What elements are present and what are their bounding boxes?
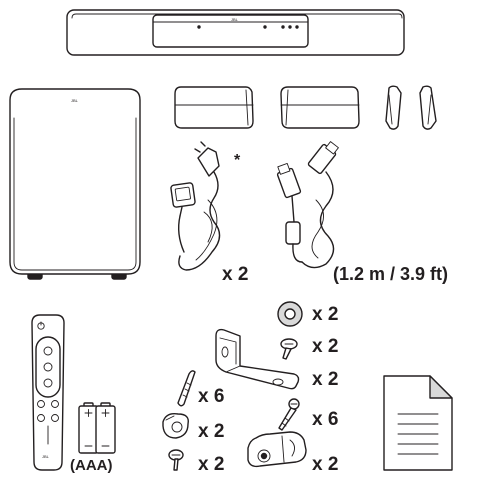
side-cover-icon xyxy=(419,85,437,130)
screw-icon xyxy=(280,338,298,360)
screw-anchor-icon xyxy=(177,370,196,407)
bracket-screw-quantity: x 2 xyxy=(312,336,339,357)
screw-anchor-quantity: x 6 xyxy=(198,386,225,407)
soundbar-icon: JBL xyxy=(66,9,405,56)
round-pad-icon xyxy=(277,301,303,327)
remote-logo: JBL xyxy=(42,454,50,459)
hdmi-cable-length: (1.2 m / 3.9 ft) xyxy=(333,264,449,284)
rear-speaker-icon xyxy=(280,86,360,129)
screw-icon xyxy=(168,449,184,471)
power-cable-icon xyxy=(170,141,221,271)
document-icon xyxy=(383,375,453,471)
small-screw-quantity: x 2 xyxy=(198,454,225,475)
power-cable-quantity: x 2 xyxy=(222,264,249,285)
round-pad-quantity: x 2 xyxy=(312,304,339,325)
batteries-type: (AAA) xyxy=(70,457,113,474)
cap-quantity: x 2 xyxy=(198,421,225,442)
clamp-quantity: x 2 xyxy=(312,454,339,475)
screw-icon xyxy=(278,398,300,431)
subwoofer-logo: JBL xyxy=(71,98,79,103)
wall-bracket-quantity: x 2 xyxy=(312,369,339,390)
subwoofer-icon: JBL xyxy=(9,88,141,280)
wall-screw-quantity: x 6 xyxy=(312,409,339,430)
hdmi-cable-icon xyxy=(276,141,339,269)
aaa-battery-icon xyxy=(95,402,116,454)
aaa-battery-icon xyxy=(78,402,99,454)
side-cover-icon xyxy=(385,85,402,130)
cap-icon xyxy=(162,412,189,439)
asterisk-note: * xyxy=(234,152,241,169)
soundbar-logo: JBL xyxy=(231,17,239,22)
remote-control-icon: JBL xyxy=(31,314,65,471)
wall-bracket-icon xyxy=(215,328,300,390)
clamp-icon xyxy=(247,431,307,468)
rear-speaker-icon xyxy=(174,86,254,129)
